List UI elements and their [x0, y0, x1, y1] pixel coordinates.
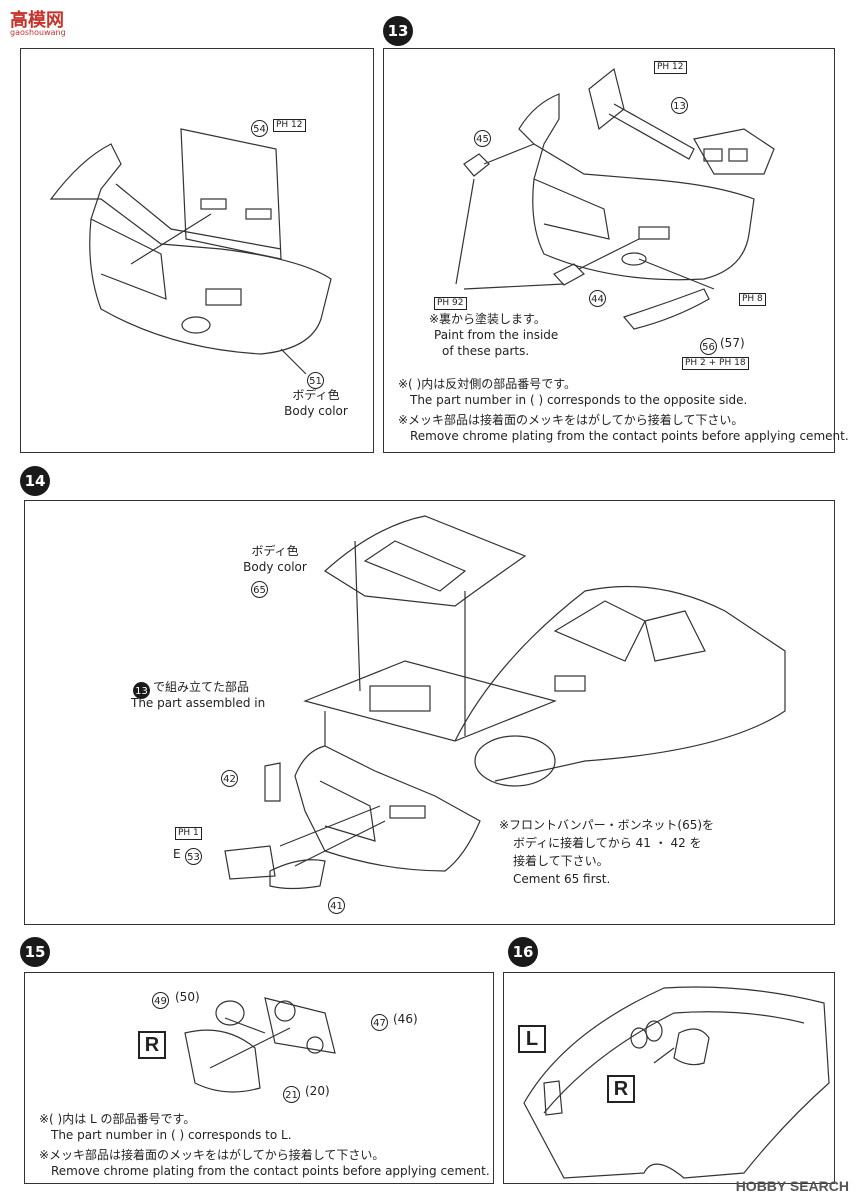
step-15-number: 15: [20, 937, 50, 967]
part-49-label: 49: [152, 989, 169, 1009]
step-14-number: 14: [20, 466, 50, 496]
paint-inside-jp: ※裏から塗装します。: [429, 312, 546, 326]
note-chrome-en-15: Remove chrome plating from the contact p…: [51, 1164, 490, 1178]
note-l-side-en: The part number in ( ) corresponds to L.: [51, 1128, 292, 1142]
note-opposite-en: The part number in ( ) corresponds to th…: [410, 393, 748, 407]
note-l-side-jp: ※( )内は L の部品番号です。: [39, 1112, 196, 1126]
step-15-panel: 49 (50) 47 (46) R 21 (20) ※( )内は L の部品番号…: [24, 972, 494, 1184]
body-color-en-12: Body color: [284, 404, 348, 418]
step-13-panel: PH 12 13 45 44 PH 8 PH 92 ※裏から塗装します。 Pai…: [383, 48, 849, 453]
step-13-ref-icon: 13: [133, 679, 150, 699]
step-12-panel: 54 PH 12 51 ボディ色 Body color: [20, 48, 374, 453]
part-65-label: 65: [251, 578, 268, 598]
e-prefix: E: [173, 847, 181, 861]
watermark-logo: 高模网: [10, 10, 64, 31]
body-color-jp-12: ボディ色: [292, 388, 340, 402]
part-54-label: 54: [251, 117, 268, 137]
tail-light-drawing: [184, 997, 336, 1093]
paint-code-92: PH 92: [434, 297, 467, 310]
bumper-drawing: [49, 128, 332, 375]
paint-inside-en-2: of these parts.: [442, 344, 530, 358]
part-57-label: (57): [720, 336, 745, 350]
cement-note-en: Cement 65 first.: [513, 872, 611, 886]
paint-code-53: PH 1: [175, 827, 202, 840]
paint-code-13: PH 12: [654, 61, 687, 74]
note-chrome-jp: ※メッキ部品は接着面のメッキをはがしてから接着して下さい。: [398, 413, 744, 427]
assembled-parts-jp: で組み立てた部品: [153, 680, 250, 694]
bumper-assembly-drawing: [455, 67, 775, 330]
watermark-logo-sub: gaoshouwang: [10, 28, 66, 37]
hobby-search-watermark: HOBBY SEARCH: [735, 1178, 849, 1194]
part-42-label: 42: [221, 767, 238, 787]
part-13-label: 13: [671, 94, 688, 114]
car-body-drawing: [224, 515, 786, 890]
note-chrome-jp-15: ※メッキ部品は接着面のメッキをはがしてから接着して下さい。: [39, 1148, 385, 1162]
part-56-label: 56: [700, 335, 717, 355]
side-label-L: L: [518, 1025, 546, 1053]
note-opposite-jp: ※( )内は反対側の部品番号です。: [398, 377, 577, 391]
body-color-jp-14: ボディ色: [251, 544, 299, 558]
cement-note-jp-3: 接着して下さい。: [513, 854, 609, 868]
assembled-parts-en: The part assembled in: [131, 696, 266, 710]
cement-note-jp-2: ボディに接着してから 41 ・ 42 を: [513, 836, 702, 850]
paint-code-8: PH 8: [739, 293, 766, 306]
step-16-number: 16: [508, 937, 538, 967]
part-53-label: 53: [185, 845, 202, 865]
step-16-panel: L R: [503, 972, 835, 1184]
part-45-label: 45: [474, 127, 491, 147]
paint-code-54: PH 12: [273, 119, 306, 132]
step-14-panel: ボディ色 Body color 65 13 で組み立てた部品 The part …: [24, 500, 835, 925]
step-13-number: 13: [383, 16, 413, 46]
rear-body-drawing: [523, 986, 830, 1179]
body-color-en-14: Body color: [243, 560, 307, 574]
part-47-label: 47: [371, 1011, 388, 1031]
side-label-R-16: R: [607, 1075, 635, 1103]
paint-inside-en-1: Paint from the inside: [434, 328, 559, 342]
part-50-label: (50): [175, 990, 200, 1004]
part-51-label: 51: [307, 369, 324, 389]
part-46-label: (46): [393, 1012, 418, 1026]
part-20-label: (20): [305, 1084, 330, 1098]
part-41-label: 41: [328, 894, 345, 914]
note-chrome-en: Remove chrome plating from the contact p…: [410, 429, 849, 443]
paint-code-56: PH 2 + PH 18: [682, 357, 749, 370]
side-label-R: R: [138, 1031, 166, 1059]
part-44-label: 44: [589, 287, 606, 307]
part-21-label: 21: [283, 1083, 300, 1103]
cement-note-jp-1: ※フロントバンパー・ボンネット(65)を: [499, 818, 715, 832]
